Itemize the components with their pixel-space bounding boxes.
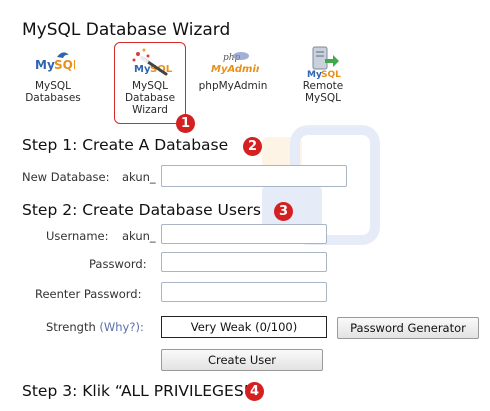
svg-text:My: My (35, 58, 55, 72)
username-prefix: akun_ (122, 229, 156, 243)
strength-label: Strength (Why?): (46, 320, 144, 334)
new-database-input[interactable] (161, 165, 347, 187)
tile-label-line: phpMyAdmin (198, 80, 268, 92)
mysql-wizard-icon: My SQL (115, 44, 185, 80)
new-database-label: New Database: (22, 170, 110, 184)
remote-mysql-tile[interactable]: My SQL Remote MySQL (288, 44, 358, 104)
phpmyadmin-icon: php MyAdmin (198, 44, 268, 80)
svg-text:MyAdmin: MyAdmin (211, 64, 259, 75)
step2-heading: Step 2: Create Database Users (22, 201, 261, 219)
svg-text:php: php (223, 53, 241, 63)
phpmyadmin-tile[interactable]: php MyAdmin phpMyAdmin (198, 44, 268, 92)
svg-text:SQL: SQL (54, 58, 75, 72)
page-title: MySQL Database Wizard (22, 20, 231, 40)
remote-mysql-icon: My SQL (288, 44, 358, 80)
create-user-button[interactable]: Create User (161, 349, 323, 371)
step-badge-4: 4 (245, 382, 264, 401)
svg-text:SQL: SQL (321, 70, 341, 79)
reenter-password-input[interactable] (161, 282, 327, 302)
why-link[interactable]: (Why?): (99, 320, 144, 334)
password-input[interactable] (161, 252, 327, 272)
tile-label-line: Wizard (132, 104, 168, 116)
tile-label-line: MySQL (34, 80, 72, 92)
reenter-password-label: Reenter Password: (35, 287, 142, 301)
username-label: Username: (46, 229, 109, 243)
tile-label-line: MySQL (131, 80, 169, 92)
svg-text:My: My (307, 70, 322, 79)
svg-text:My: My (134, 64, 151, 75)
database-prefix: akun_ (122, 170, 156, 184)
selected-tile-highlight (114, 42, 186, 124)
step3-heading: Step 3: Klik “ALL PRIVILEGES” (22, 382, 252, 400)
strength-meter: Very Weak (0/100) (161, 316, 327, 338)
step-badge-3: 3 (274, 202, 293, 221)
step1-heading: Step 1: Create A Database (22, 136, 229, 154)
password-generator-button[interactable]: Password Generator (337, 317, 479, 339)
mysql-databases-tile[interactable]: My SQL MySQL Databases (18, 44, 88, 104)
username-input[interactable] (161, 224, 327, 244)
mysql-database-wizard-tile[interactable]: My SQL MySQL Database Wizard (115, 44, 185, 116)
tile-label-line: MySQL (304, 92, 342, 104)
password-label: Password: (89, 257, 147, 271)
step-badge-1: 1 (176, 114, 195, 133)
mysql-databases-icon: My SQL (18, 44, 88, 80)
step-badge-2: 2 (243, 137, 262, 156)
tile-label-line: Databases (25, 92, 81, 104)
tile-label-line: Database (124, 92, 176, 104)
tile-label-line: Remote (302, 80, 344, 92)
strength-label-text: Strength (46, 320, 96, 334)
